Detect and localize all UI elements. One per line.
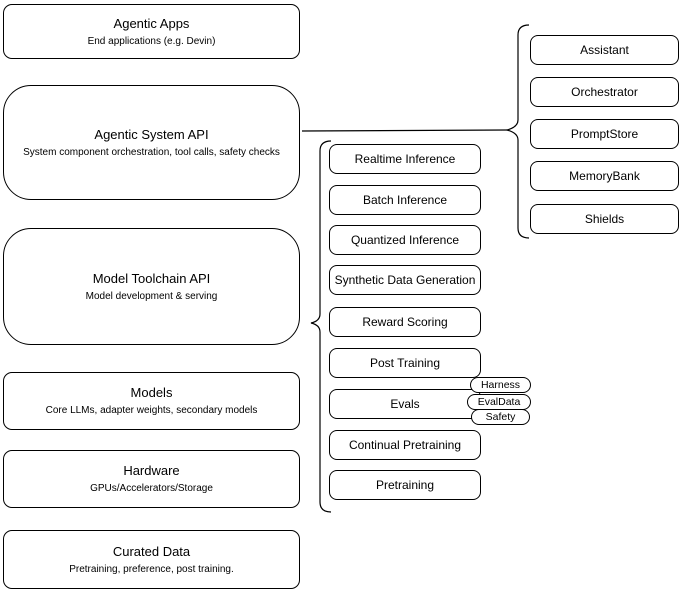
node-agentic-system-api: Agentic System API System component orch… [3,85,300,200]
node-subtitle: GPUs/Accelerators/Storage [90,483,213,494]
tag-safety: Safety [471,409,530,425]
node-realtime-inference: Realtime Inference [329,144,481,174]
node-quantized-inference: Quantized Inference [329,225,481,255]
node-agentic-apps: Agentic Apps End applications (e.g. Devi… [3,4,300,59]
toolchain-bracket [310,140,332,513]
system-api-to-components-connector [301,129,508,132]
node-models: Models Core LLMs, adapter weights, secon… [3,372,300,430]
node-post-training: Post Training [329,348,481,378]
node-title: Agentic System API [94,126,209,142]
node-batch-inference: Batch Inference [329,185,481,215]
node-pretraining: Pretraining [329,470,481,500]
tag-harness: Harness [470,377,531,393]
node-promptstore: PromptStore [530,119,679,149]
node-title: Models [130,385,173,400]
node-shields: Shields [530,204,679,234]
node-evals: Evals [329,389,481,419]
node-subtitle: Pretraining, preference, post training. [69,563,234,575]
node-subtitle: End applications (e.g. Devin) [87,35,216,47]
node-title: Model Toolchain API [92,270,211,286]
node-orchestrator: Orchestrator [530,77,679,107]
node-title: Curated Data [112,543,191,559]
node-reward-scoring: Reward Scoring [329,307,481,337]
node-subtitle: System component orchestration, tool cal… [23,146,280,158]
node-title: Agentic Apps [113,15,190,31]
node-continual-pretraining: Continual Pretraining [329,430,481,460]
node-curated-data: Curated Data Pretraining, preference, po… [3,530,300,589]
node-subtitle: Core LLMs, adapter weights, secondary mo… [45,405,258,416]
node-title: Hardware [123,463,180,478]
node-hardware: Hardware GPUs/Accelerators/Storage [3,450,300,508]
node-assistant: Assistant [530,35,679,65]
tag-evaldata: EvalData [467,394,531,410]
node-model-toolchain-api: Model Toolchain API Model development & … [3,228,300,345]
node-subtitle: Model development & serving [85,290,218,302]
node-memorybank: MemoryBank [530,161,679,191]
components-bracket [504,24,530,239]
node-synthetic-data-generation: Synthetic Data Generation [329,265,481,295]
